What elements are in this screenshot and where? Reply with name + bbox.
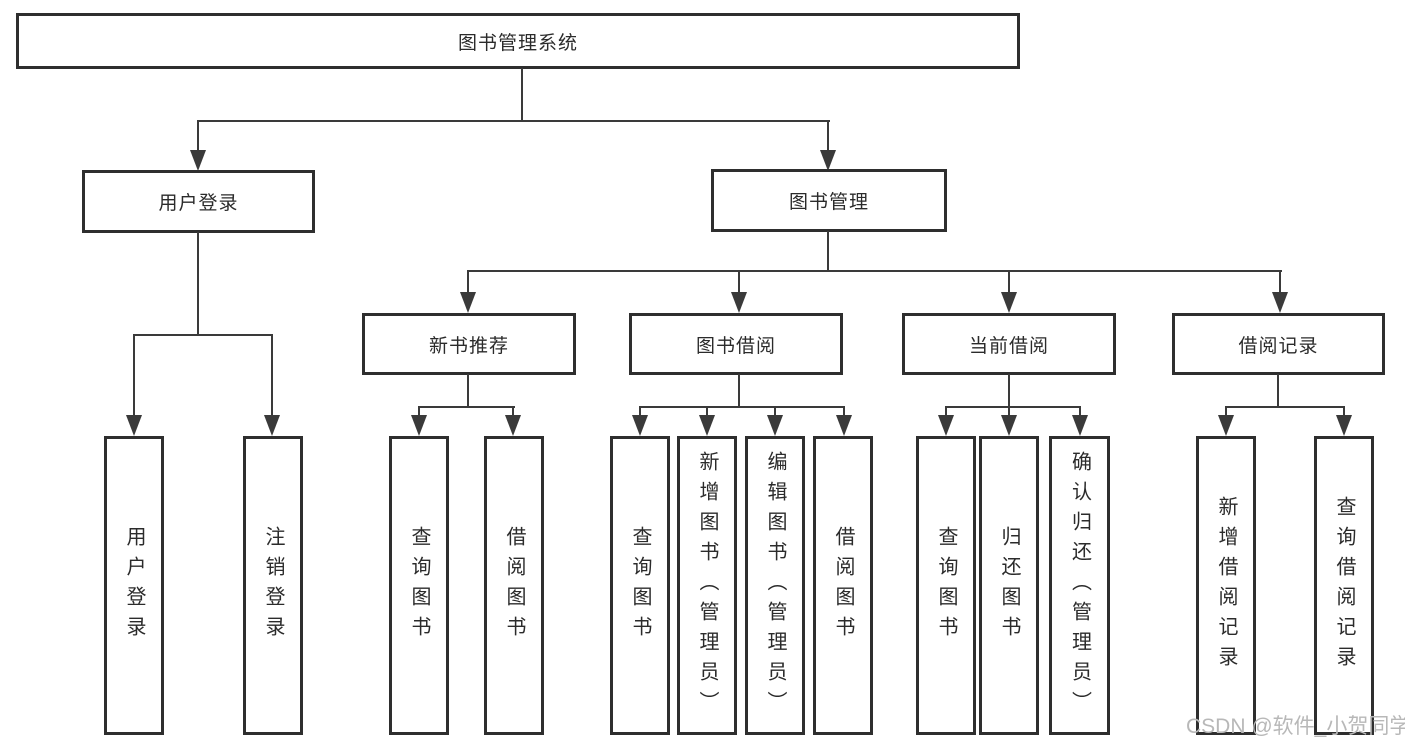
arrow-down-icon — [1001, 292, 1017, 313]
node-root: 图书管理系统 — [16, 13, 1020, 69]
node-current-borrow: 当前借阅 — [902, 313, 1116, 375]
leaf-borrow-book-2: 借阅图书 — [813, 436, 873, 735]
leaf-label: 用户登录 — [123, 525, 145, 646]
node-book-borrow: 图书借阅 — [629, 313, 843, 375]
node-user-login: 用户登录 — [82, 170, 315, 233]
connector-arrow-line — [1343, 406, 1345, 418]
leaf-label: 编辑图书（管理员） — [764, 450, 786, 721]
connector-arrow-line — [133, 334, 135, 418]
connector-arrow-line — [639, 406, 641, 418]
connector-root-bar — [198, 120, 830, 122]
connector-arrow-line — [1008, 270, 1010, 294]
connector-arrow-line — [467, 270, 469, 294]
connector-arrow-line — [774, 406, 776, 418]
arrow-down-icon — [411, 415, 427, 436]
leaf-label: 归还图书 — [998, 525, 1020, 646]
leaf-label: 查询图书 — [935, 525, 957, 646]
leaf-user-login: 用户登录 — [104, 436, 164, 735]
leaf-query-book-3: 查询图书 — [916, 436, 976, 735]
arrow-down-icon — [264, 415, 280, 436]
leaf-label: 注销登录 — [262, 525, 284, 646]
connector-arrow-line — [1008, 406, 1010, 418]
connector-userlogin-stub — [197, 232, 199, 336]
connector-arrow-line — [271, 334, 273, 418]
node-borrow-record: 借阅记录 — [1172, 313, 1385, 375]
node-book-management: 图书管理 — [711, 169, 947, 232]
connector-arrow-line — [512, 406, 514, 418]
csdn-watermark: CSDN @软件_小贺同学 — [1186, 715, 1405, 738]
node-new-book-recommend: 新书推荐 — [362, 313, 576, 375]
arrow-down-icon — [699, 415, 715, 436]
connector-borrowrecord-stub — [1277, 374, 1279, 408]
leaf-label: 查询图书 — [408, 525, 430, 646]
node-new-book-recommend-label: 新书推荐 — [428, 335, 509, 357]
node-current-borrow-label: 当前借阅 — [968, 335, 1049, 357]
node-user-login-label: 用户登录 — [158, 193, 239, 214]
leaf-logout: 注销登录 — [243, 436, 303, 735]
connector-arrow-line — [843, 406, 845, 418]
arrow-down-icon — [1001, 415, 1017, 436]
leaf-label: 确认归还（管理员） — [1068, 450, 1091, 721]
arrow-down-icon — [505, 415, 521, 436]
connector-bookmgmt-stub — [827, 231, 829, 272]
leaf-label: 新增图书（管理员） — [696, 450, 718, 721]
connector-borrowrecord-bar — [1225, 406, 1345, 408]
connector-newbook-bar — [418, 406, 515, 408]
connector-bookborrow-bar — [639, 406, 845, 408]
leaf-edit-book-admin: 编辑图书（管理员） — [745, 436, 805, 735]
connector-arrow-line — [738, 270, 740, 294]
arrow-down-icon — [836, 415, 852, 436]
leaf-label: 新增借阅记录 — [1215, 495, 1237, 676]
connector-newbook-stub — [467, 374, 469, 408]
node-book-management-label: 图书管理 — [788, 192, 869, 213]
connector-arrow-line — [706, 406, 708, 418]
leaf-add-book-admin: 新增图书（管理员） — [677, 436, 737, 735]
arrow-down-icon — [632, 415, 648, 436]
connector-root-stub — [521, 68, 523, 122]
arrow-down-icon — [1272, 292, 1288, 313]
leaf-label: 查询借阅记录 — [1333, 495, 1355, 676]
arrow-down-icon — [938, 415, 954, 436]
node-borrow-record-label: 借阅记录 — [1238, 335, 1319, 357]
leaf-return-book: 归还图书 — [979, 436, 1039, 735]
node-book-borrow-label: 图书借阅 — [695, 335, 776, 357]
connector-arrow-line — [1079, 406, 1081, 418]
arrow-down-icon — [460, 292, 476, 313]
arrow-down-icon — [767, 415, 783, 436]
connector-bookmgmt-bar — [468, 270, 1282, 272]
connector-bookborrow-stub — [738, 374, 740, 408]
connector-currentborrow-bar — [945, 406, 1081, 408]
arrow-down-icon — [731, 292, 747, 313]
leaf-query-book-1: 查询图书 — [389, 436, 449, 735]
node-root-label: 图书管理系统 — [457, 32, 578, 54]
leaf-label: 借阅图书 — [832, 525, 854, 646]
arrow-down-icon — [190, 150, 206, 171]
leaf-query-book-2: 查询图书 — [610, 436, 670, 735]
leaf-borrow-book-1: 借阅图书 — [484, 436, 544, 735]
connector-arrow-line — [1279, 270, 1281, 294]
connector-arrow-line — [197, 120, 199, 152]
connector-arrow-line — [418, 406, 420, 418]
connector-arrow-line — [827, 120, 829, 152]
leaf-label: 借阅图书 — [503, 525, 525, 646]
arrow-down-icon — [1336, 415, 1352, 436]
arrow-down-icon — [1072, 415, 1088, 436]
arrow-down-icon — [820, 150, 836, 171]
arrow-down-icon — [1218, 415, 1234, 436]
connector-arrow-line — [1225, 406, 1227, 418]
connector-currentborrow-stub — [1008, 374, 1010, 408]
connector-userlogin-bar — [133, 334, 273, 336]
leaf-label: 查询图书 — [629, 525, 651, 646]
leaf-confirm-return-admin: 确认归还（管理员） — [1049, 436, 1110, 735]
leaf-add-borrow-record: 新增借阅记录 — [1196, 436, 1256, 735]
leaf-query-borrow-record: 查询借阅记录 — [1314, 436, 1374, 735]
arrow-down-icon — [126, 415, 142, 436]
connector-arrow-line — [945, 406, 947, 418]
